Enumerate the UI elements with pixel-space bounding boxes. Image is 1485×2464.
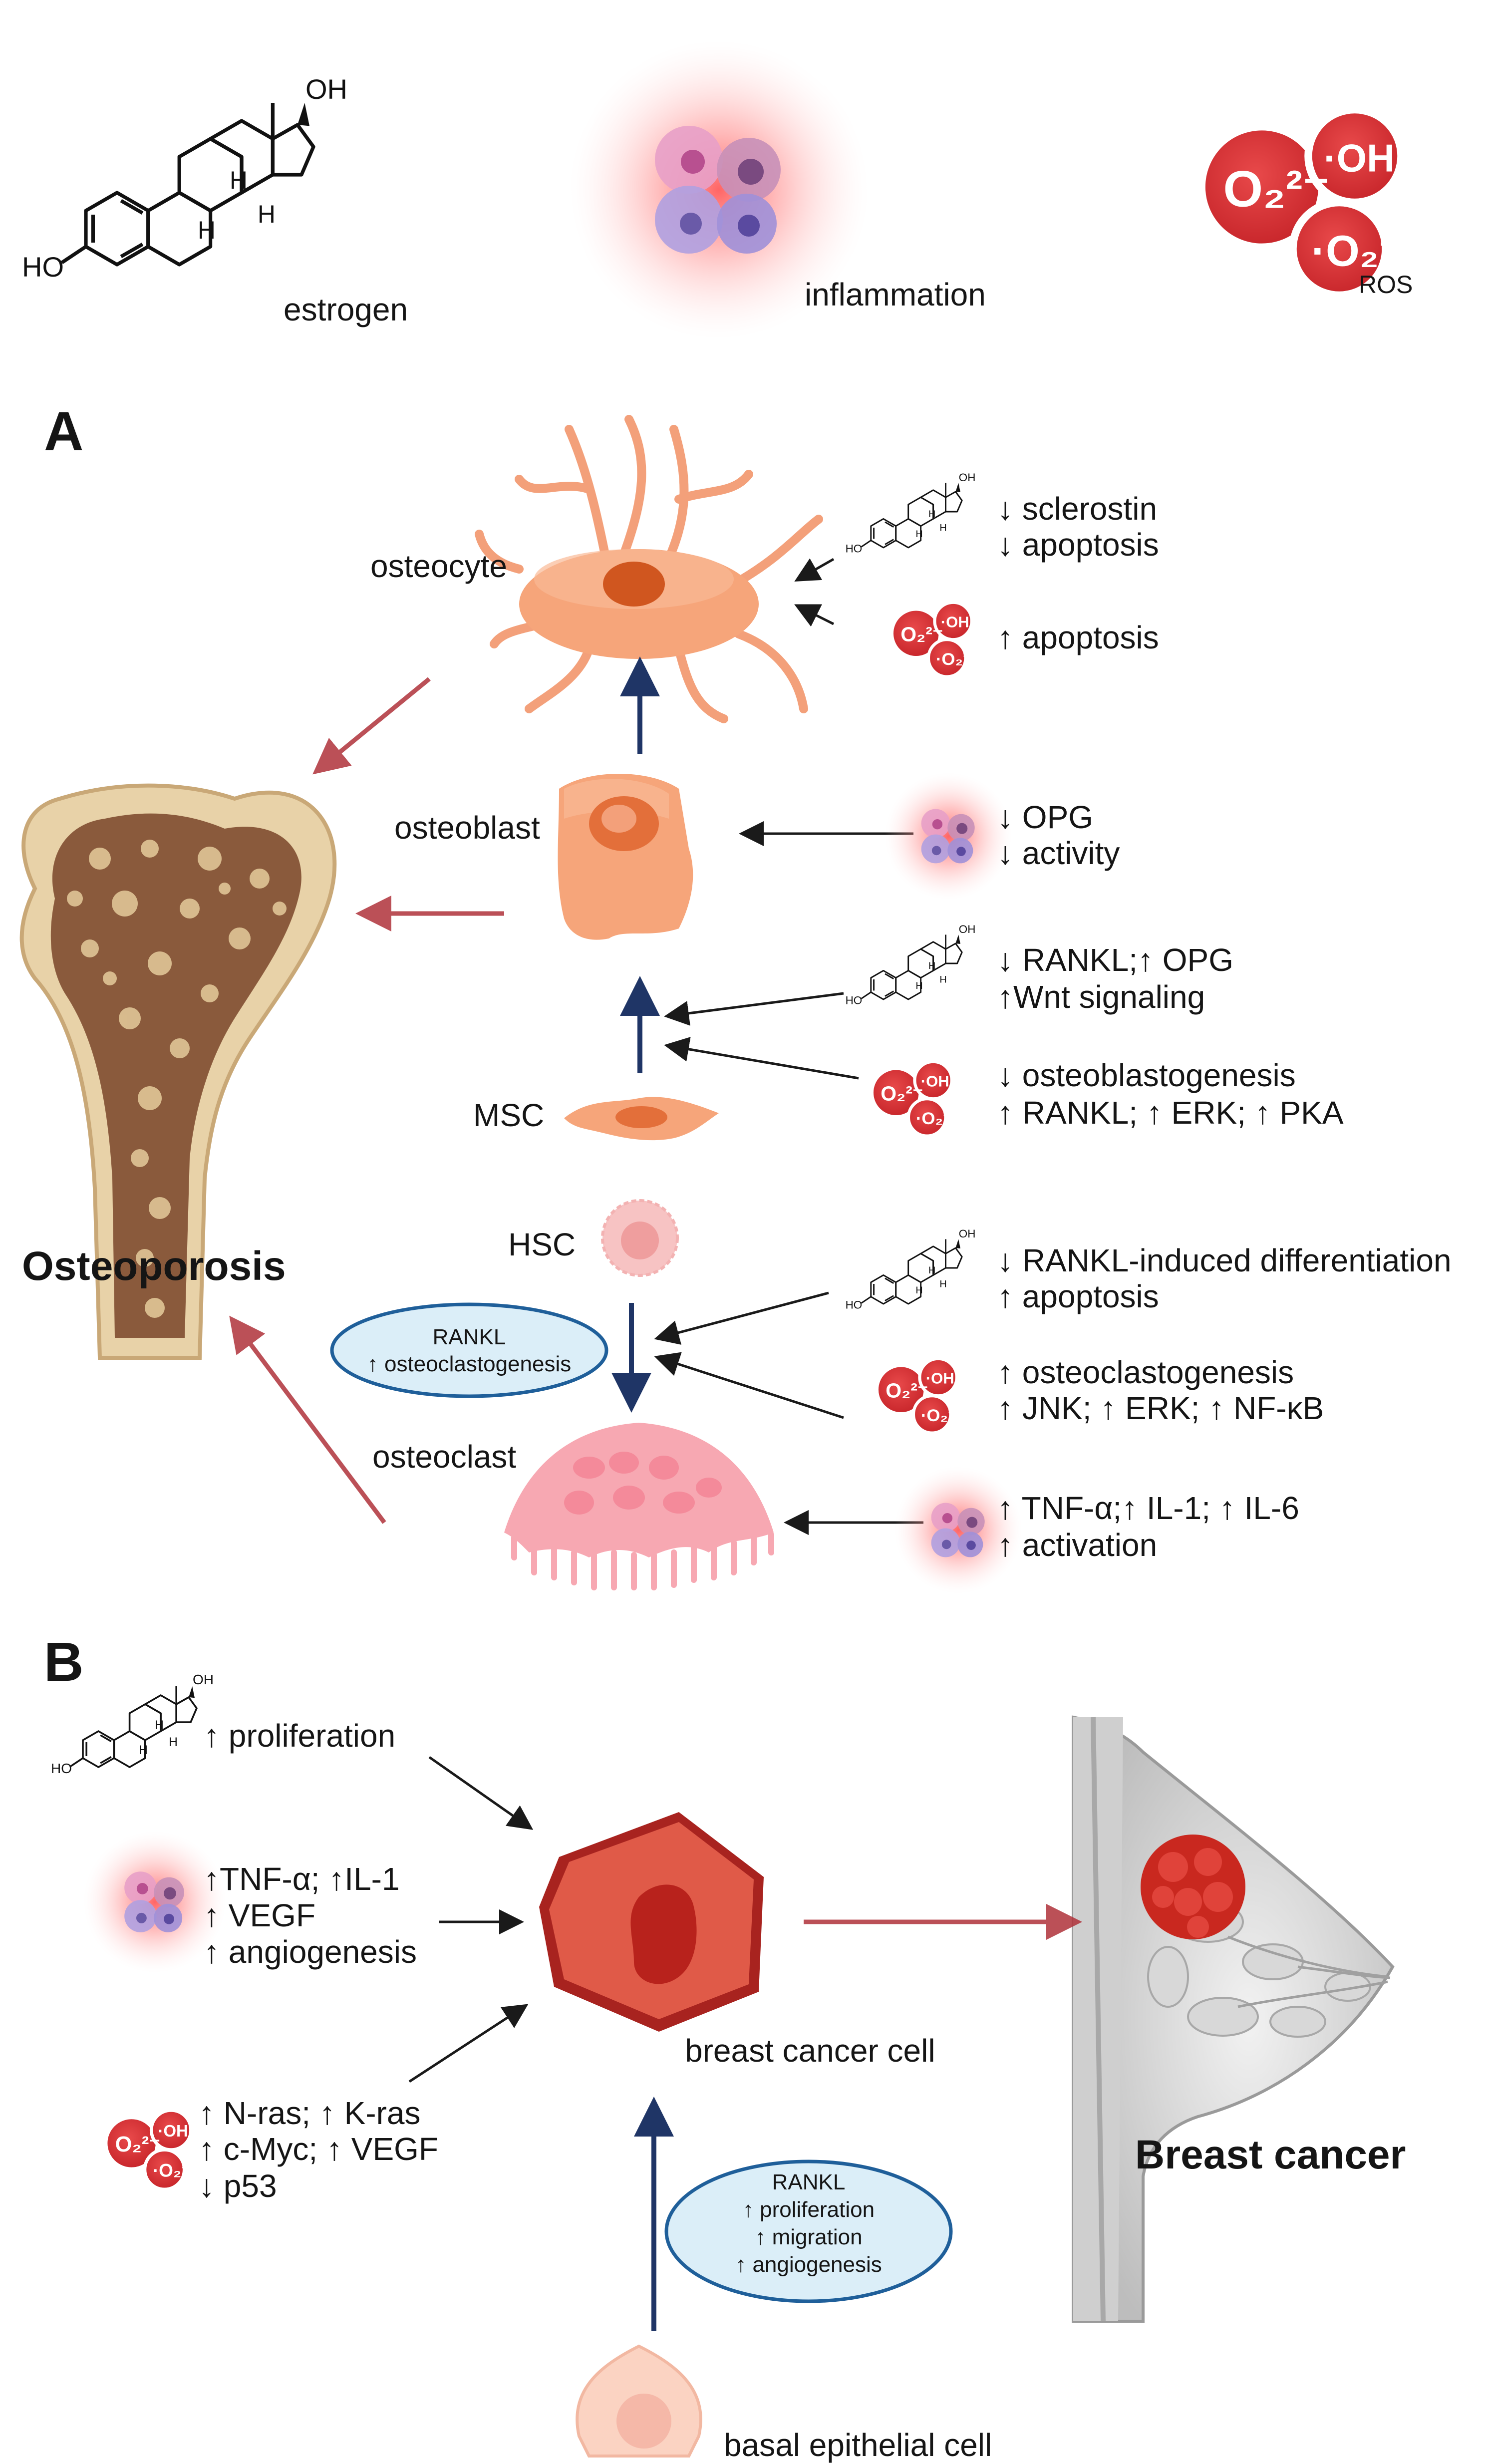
hsc-label: HSC xyxy=(508,1227,576,1262)
msc-estrogen-effect-2: ↑Wnt signaling xyxy=(997,979,1205,1015)
basal-epithelial-cell-label: basal epithelial cell xyxy=(724,2427,992,2463)
rankl-oval-b-line1: RANKL xyxy=(772,2170,846,2194)
panel-a-letter: A xyxy=(44,401,84,462)
osteocyte-cell-icon xyxy=(475,415,823,723)
osteoblast-label: osteoblast xyxy=(394,810,540,846)
msc-cell-icon xyxy=(564,1097,719,1141)
red-arrow-osteocyte-to-bone xyxy=(312,677,431,775)
cancer-ros-icon xyxy=(106,2110,191,2189)
black-arrows-panel-b xyxy=(408,1756,534,2083)
panel-b-letter: B xyxy=(44,1631,84,1693)
osteocyte-ros-icon xyxy=(892,603,972,677)
rankl-oval-b-line2: ↑ proliferation xyxy=(742,2197,875,2222)
ros-effect-3: ↓ p53 xyxy=(199,2168,277,2204)
rankl-oval-a-line1: RANKL xyxy=(432,1325,506,1349)
red-arrow-osteoclast-to-bone xyxy=(229,1315,386,1524)
osteoblast-inflammation-icon xyxy=(885,772,1012,900)
msc-label: MSC xyxy=(473,1097,545,1133)
breast-cancer-cell-label: breast cancer cell xyxy=(685,2033,935,2069)
msc-estrogen-icon xyxy=(845,922,976,1008)
msc-ros-effect-1: ↓ osteoblastogenesis xyxy=(997,1057,1296,1093)
osteoclast-estrogen-effect-2: ↑ apoptosis xyxy=(997,1278,1159,1314)
inflammation-effect-3: ↑ angiogenesis xyxy=(204,1934,417,1970)
osteocyte-label: osteocyte xyxy=(370,548,507,584)
ros-effect-2: ↑ c-Myc; ↑ VEGF xyxy=(199,2131,438,2167)
rankl-oval-a-line2: ↑ osteoclastogenesis xyxy=(367,1352,572,1376)
rankl-oval-panel-a xyxy=(330,1302,608,1398)
estrogen-proliferation-effect: ↑ proliferation xyxy=(204,1718,396,1754)
msc-estrogen-effect-1: ↓ RANKL;↑ OPG xyxy=(997,942,1233,978)
osteoclast-ros-effect-1: ↑ osteoclastogenesis xyxy=(997,1354,1294,1390)
osteocyte-estrogen-effect-1: ↓ sclerostin xyxy=(997,491,1158,527)
estrogen-legend-icon xyxy=(22,73,347,283)
osteoclast-estrogen-icon xyxy=(845,1227,976,1312)
osteoclast-estrogen-effect-1: ↓ RANKL-induced differentiation xyxy=(997,1242,1452,1278)
ros-legend-label: ROS xyxy=(1359,271,1413,299)
ros-effect-1: ↑ N-ras; ↑ K-ras xyxy=(199,2095,421,2131)
rankl-oval-panel-b xyxy=(664,2159,953,2303)
rankl-oval-b-line4: ↑ angiogenesis xyxy=(735,2252,882,2277)
osteoblast-cell-icon xyxy=(558,774,693,940)
femur-osteoporosis-icon xyxy=(19,783,337,1360)
ros-legend-icon xyxy=(1201,110,1402,296)
osteocyte-estrogen-icon xyxy=(845,470,976,556)
hsc-cell-icon xyxy=(601,1199,679,1277)
basal-epithelial-cell-icon xyxy=(576,2344,702,2458)
osteoblast-inflammation-effect-1: ↓ OPG xyxy=(997,799,1094,835)
inflammation-effect-1: ↑TNF-α; ↑IL-1 xyxy=(204,1861,400,1897)
osteoclast-cell-icon xyxy=(504,1423,774,1590)
msc-ros-icon xyxy=(872,1062,952,1136)
msc-ros-effect-2: ↑ RANKL; ↑ ERK; ↑ PKA xyxy=(997,1095,1344,1131)
osteoclast-ros-effect-2: ↑ JNK; ↑ ERK; ↑ NF-κB xyxy=(997,1390,1324,1426)
osteoclast-label: osteoclast xyxy=(372,1439,517,1475)
osteoblast-inflammation-effect-2: ↓ activity xyxy=(997,835,1120,871)
breast-anatomy-icon xyxy=(1072,1715,1395,2323)
osteoclast-inflammation-effect-2: ↑ activation xyxy=(997,1527,1158,1563)
osteoporosis-label: Osteoporosis xyxy=(22,1243,286,1289)
osteocyte-ros-effect-1: ↑ apoptosis xyxy=(997,619,1159,655)
rankl-oval-b-line3: ↑ migration xyxy=(755,2225,863,2249)
estrogen-legend-label: estrogen xyxy=(284,292,408,327)
osteocyte-estrogen-effect-2: ↓ apoptosis xyxy=(997,527,1159,563)
breast-tumor-icon xyxy=(1141,1835,1245,1939)
osteoclast-ros-icon xyxy=(877,1359,957,1433)
breast-cancer-label: Breast cancer xyxy=(1135,2132,1406,2177)
osteoclast-inflammation-effect-1: ↑ TNF-α;↑ IL-1; ↑ IL-6 xyxy=(997,1490,1299,1526)
breast-cancer-cell-icon xyxy=(539,1812,764,2032)
inflammation-legend-label: inflammation xyxy=(805,277,986,312)
inflammation-effect-2: ↑ VEGF xyxy=(204,1897,316,1933)
